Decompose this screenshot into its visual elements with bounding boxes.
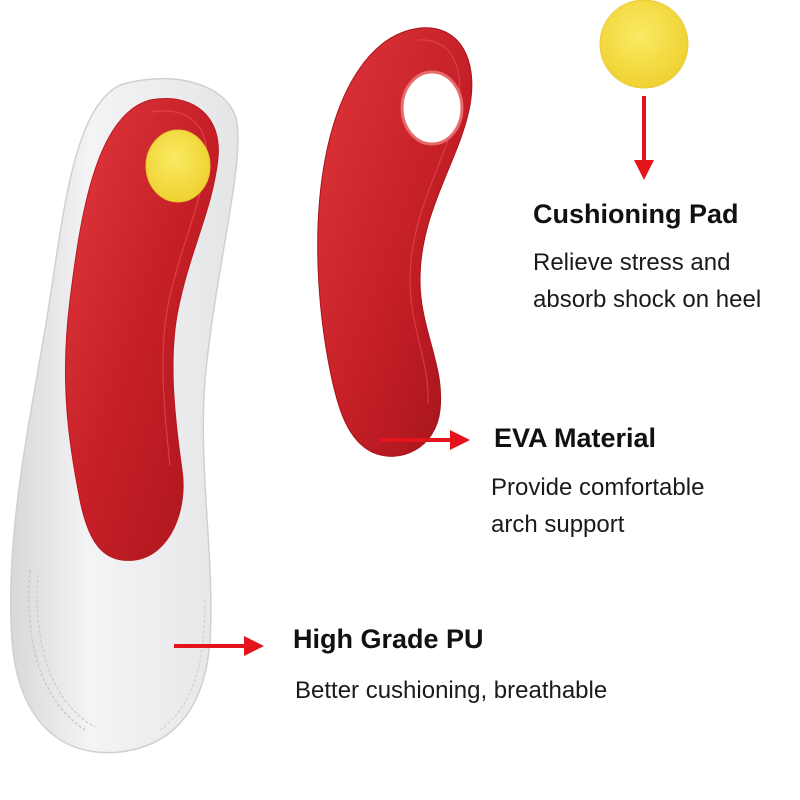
detached-cushion-pad xyxy=(599,0,689,89)
eva-material-title: EVA Material xyxy=(494,423,657,453)
insole-cushion-pad xyxy=(145,129,211,203)
cushioning-pad-title: Cushioning Pad xyxy=(533,199,739,229)
arch-support-piece xyxy=(317,27,473,457)
cushioning-pad-desc-line1: Relieve stress and xyxy=(533,249,731,276)
high-grade-pu-desc-line1: Better cushioning, breathable xyxy=(295,677,608,704)
cushioning-pad-desc-line2: absorb shock on heel xyxy=(533,286,762,313)
insole-red-support xyxy=(64,98,219,561)
eva-material-desc-line2: arch support xyxy=(491,511,625,538)
eva-material-desc-line1: Provide comfortable xyxy=(491,474,705,501)
high-grade-pu-title: High Grade PU xyxy=(293,624,484,654)
